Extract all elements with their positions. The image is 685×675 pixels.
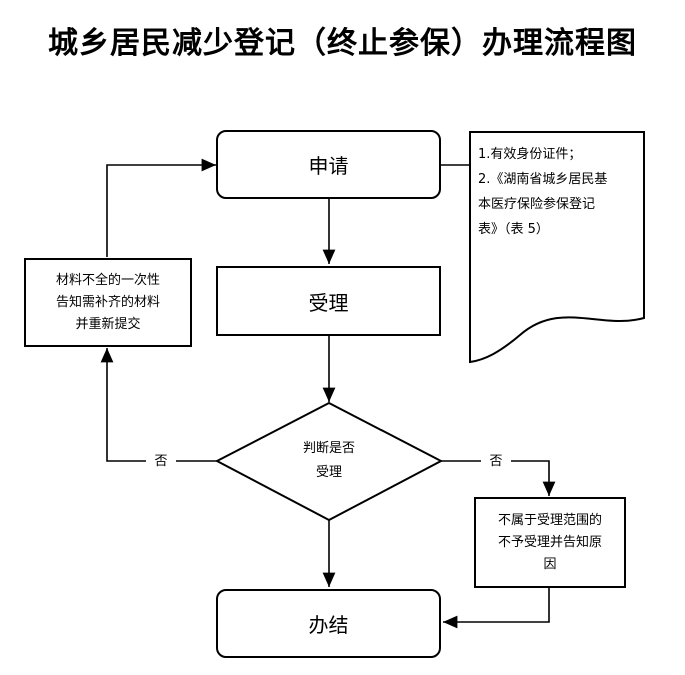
document-shape [469,131,645,364]
incomplete-line-2: 告知需补齐的材料 [55,294,160,310]
not-in-scope-line-1: 不属于受理范围的 [497,512,602,528]
arrow-incomplete-to-apply [106,158,216,257]
document-note: 1.有效身份证件； 2.《湖南省城乡居民基 本医疗保险参保登记 表》（表 5） [478,142,642,242]
incomplete-line-1: 材料不全的一次性 [55,272,160,288]
document-note-line-4: 表》（表 5） [478,222,549,237]
arrow-notscope-to-finish [443,588,550,629]
finish-label: 办结 [308,613,349,637]
incomplete-materials-node: 材料不全的一次性 告知需补齐的材料 并重新提交 [24,258,192,347]
apply-label: 申请 [308,154,349,178]
accept-node: 受理 [216,266,441,336]
document-note-line-2: 2.《湖南省城乡居民基 [478,172,608,187]
decision-label-line1: 判断是否 [302,441,355,456]
arrow-decision-to-notscope [441,460,556,496]
page-title: 城乡居民减少登记（终止参保）办理流程图 [48,26,637,61]
decision-label-line2: 受理 [315,465,342,480]
document-note-line-1: 1.有效身份证件； [478,147,582,162]
edge-label-no-left: 否 [146,452,176,472]
finish-node: 办结 [216,589,441,658]
accept-label: 受理 [308,290,349,315]
not-in-scope-line-2: 不予受理并告知原 [497,534,602,550]
decision-label: 判断是否 受理 [269,437,389,485]
decision-diamond [214,401,444,522]
incomplete-line-3: 并重新提交 [75,316,141,332]
apply-node: 申请 [216,130,441,199]
document-note-line-3: 本医疗保险参保登记 [478,197,596,212]
arrow-decision-to-incomplete [100,348,217,462]
not-in-scope-line-3: 因 [543,556,557,572]
not-in-scope-node: 不属于受理范围的 不予受理并告知原 因 [474,497,626,588]
edge-label-no-right: 否 [481,452,511,472]
